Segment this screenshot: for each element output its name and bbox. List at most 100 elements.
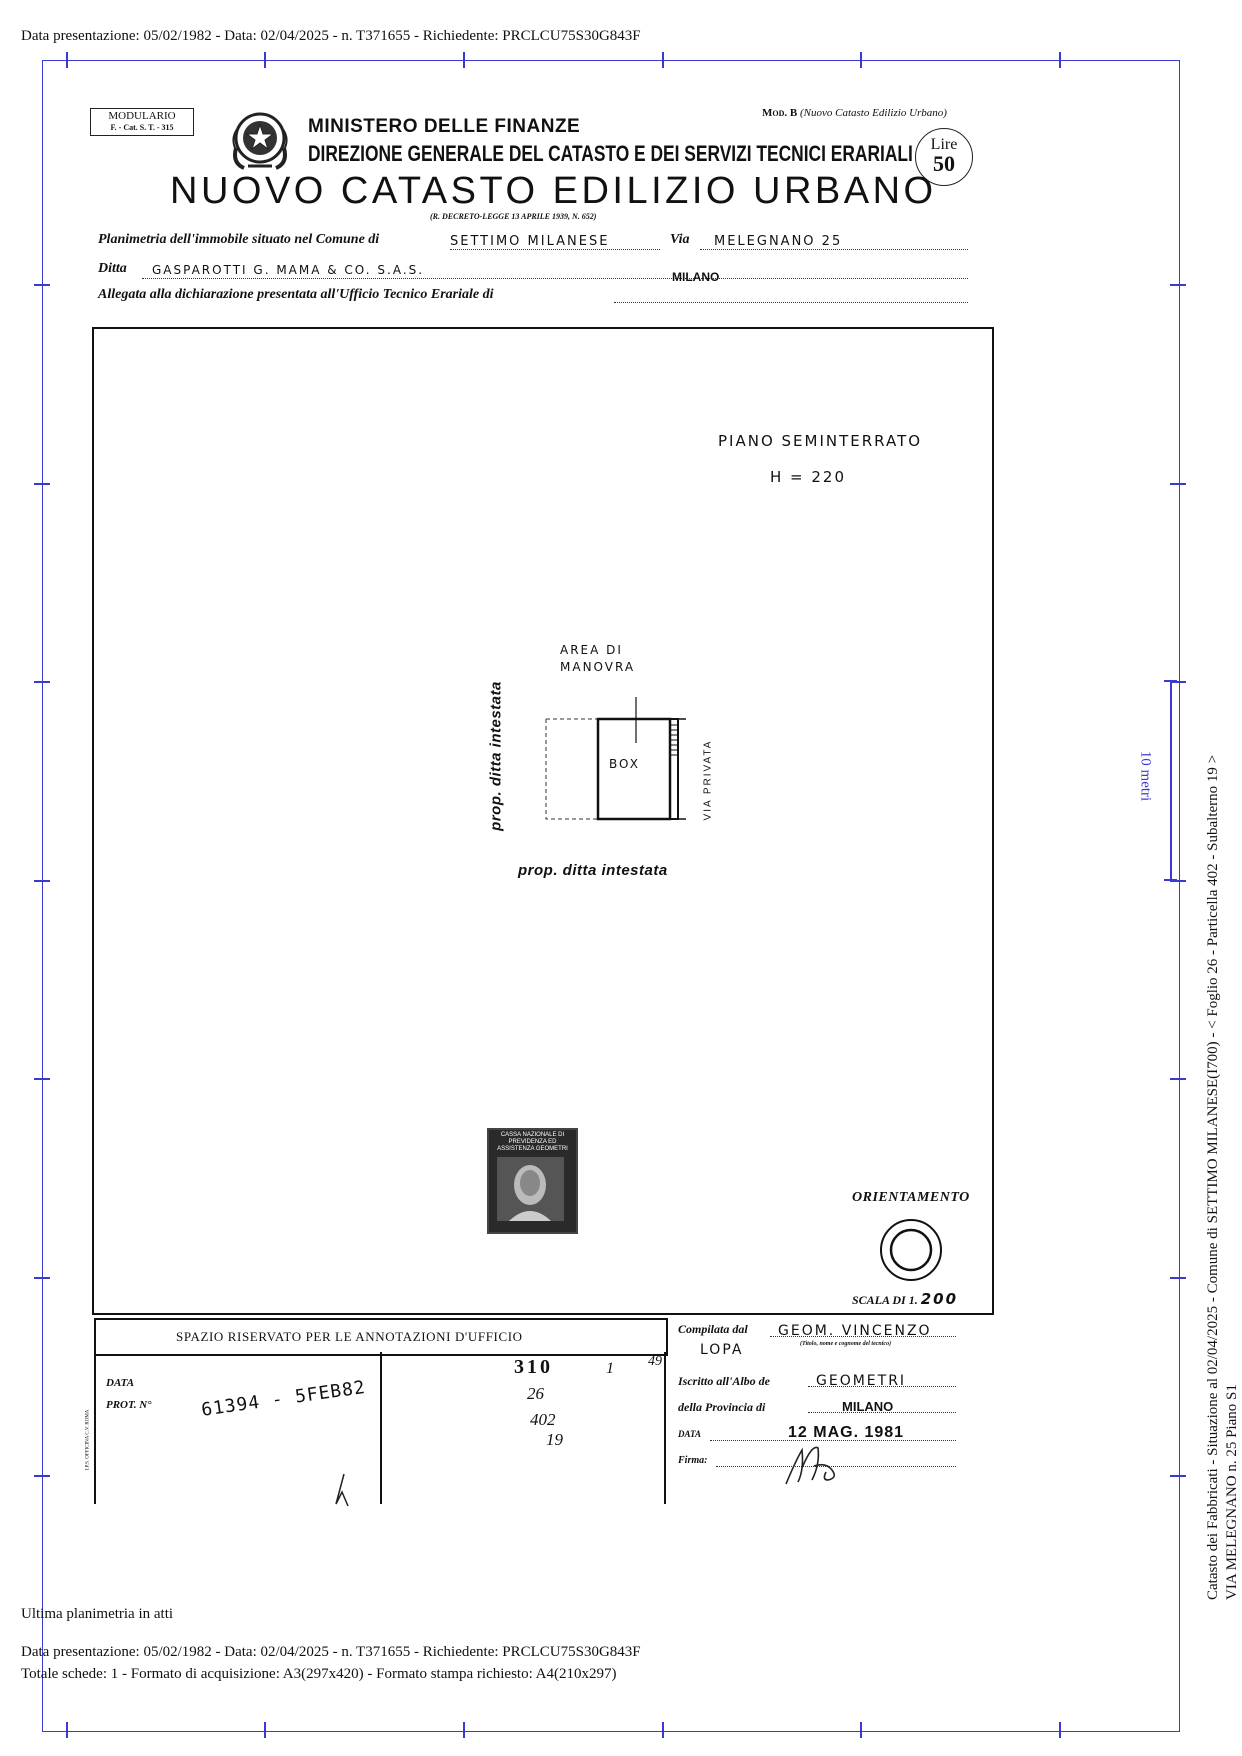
office-num4: 19 bbox=[546, 1430, 563, 1449]
office-side-code: I.P.S. OFFICINA C.V. ROMA bbox=[85, 1409, 91, 1471]
frame-tick bbox=[34, 681, 50, 683]
office-right-border bbox=[664, 1352, 666, 1504]
via-label: Via bbox=[670, 232, 690, 247]
portrait-icon bbox=[497, 1157, 564, 1221]
mod-b-label: Mod. B (Nuovo Catasto Edilizio Urbano) bbox=[762, 107, 947, 119]
via-privata-label: VIA PRIVATA bbox=[702, 739, 714, 821]
compilata-field: GEOM. VINCENZO bbox=[770, 1322, 956, 1339]
main-title: NUOVO CATASTO EDILIZIO URBANO bbox=[170, 170, 937, 212]
signature bbox=[785, 1446, 836, 1485]
revenue-stamp: CASSA NAZIONALE DI PREVIDENZA ED ASSISTE… bbox=[487, 1128, 578, 1234]
revenue-stamp-text: CASSA NAZIONALE DI PREVIDENZA ED ASSISTE… bbox=[497, 1132, 568, 1152]
frame-tick bbox=[860, 1722, 862, 1738]
office-data-label: DATA bbox=[106, 1377, 135, 1389]
frame-tick bbox=[1059, 52, 1061, 68]
mod-b-sub: (Nuovo Catasto Edilizio Urbano) bbox=[799, 107, 947, 119]
frame-tick bbox=[1170, 880, 1186, 882]
provincia-value: MILANO bbox=[842, 1399, 894, 1414]
ministry-title: MINISTERO DELLE FINANZE bbox=[308, 116, 581, 137]
presentation-info-top: Data presentazione: 05/02/1982 - Data: 0… bbox=[21, 28, 641, 44]
mod-b-code: Mod. B bbox=[762, 107, 798, 119]
frame-tick bbox=[1170, 284, 1186, 286]
office-num3: 402 bbox=[530, 1410, 556, 1429]
ditta-label: Ditta bbox=[98, 261, 127, 276]
schede-info: Totale schede: 1 - Formato di acquisizio… bbox=[21, 1666, 617, 1682]
office-scribble bbox=[335, 1473, 349, 1507]
office-num1c: 49 bbox=[648, 1354, 662, 1369]
scale-info: SCALA DI 1. 200 bbox=[852, 1290, 958, 1308]
frame-tick bbox=[1170, 1475, 1186, 1477]
orientamento-label: ORIENTAMENTO bbox=[852, 1190, 970, 1205]
firma-field bbox=[716, 1454, 956, 1467]
comune-value: SETTIMO MILANESE bbox=[450, 234, 610, 249]
frame-tick bbox=[662, 1722, 664, 1738]
via-field: MELEGNANO 25 bbox=[700, 232, 968, 250]
compilata-label: Compilata dal bbox=[678, 1322, 748, 1336]
frame-tick bbox=[34, 284, 50, 286]
office-num1: 310 bbox=[514, 1356, 553, 1378]
modulario-code: F. - Cat. S. T. - 315 bbox=[110, 123, 174, 132]
floor-label: PIANO SEMINTERRATO bbox=[718, 432, 923, 450]
side-info-line2: VIA MELEGNANO n. 25 Piano S1 bbox=[1224, 1384, 1240, 1600]
compilata-value2: LOPA bbox=[700, 1342, 744, 1358]
frame-tick bbox=[1170, 483, 1186, 485]
drawing-frame bbox=[92, 327, 994, 1315]
scale-bar-end bbox=[1164, 879, 1177, 881]
iscritto-label: Iscritto all'Albo de bbox=[678, 1374, 771, 1388]
lire-stamp: Lire 50 bbox=[915, 128, 973, 186]
provincia-field: MILANO bbox=[808, 1398, 956, 1414]
scale-bar-label: 10 metri bbox=[1137, 750, 1154, 802]
scale-value: 200 bbox=[920, 1290, 959, 1308]
frame-tick bbox=[264, 52, 266, 68]
allegata-field bbox=[614, 285, 968, 303]
provincia-label: della Provincia di bbox=[678, 1400, 766, 1414]
frame-tick bbox=[1059, 1722, 1061, 1738]
modulario-title: MODULARIO bbox=[108, 110, 176, 122]
frame-tick bbox=[34, 1277, 50, 1279]
frame-tick bbox=[463, 1722, 465, 1738]
floor-plan bbox=[545, 697, 686, 821]
titolo-note: (Titolo, nome e cognome del tecnico) bbox=[800, 1341, 892, 1347]
orientation-compass-icon bbox=[880, 1219, 942, 1281]
frame-tick bbox=[662, 52, 664, 68]
compiler-data-label: DATA bbox=[678, 1429, 702, 1439]
compiler-data-field: 12 MAG. 1981 bbox=[710, 1424, 956, 1441]
ditta-value: GASPAROTTI G. MAMA & CO. S.A.S. bbox=[152, 263, 425, 277]
frame-tick bbox=[34, 483, 50, 485]
allegata-label: Allegata alla dichiarazione presentata a… bbox=[98, 287, 494, 302]
area-label-2: MANOVRA bbox=[560, 660, 636, 674]
scale-bar-end bbox=[1164, 680, 1177, 682]
frame-tick bbox=[1170, 1277, 1186, 1279]
scale-label: SCALA DI 1. bbox=[852, 1293, 918, 1307]
side-info-line1: Catasto dei Fabbricati - Situazione al 0… bbox=[1205, 754, 1221, 1600]
lire-label: Lire bbox=[930, 136, 958, 153]
frame-tick bbox=[463, 52, 465, 68]
frame-tick bbox=[34, 880, 50, 882]
modulario-box: MODULARIO F. - Cat. S. T. - 315 bbox=[90, 108, 194, 136]
frame-tick bbox=[66, 52, 68, 68]
frame-tick bbox=[1170, 1078, 1186, 1080]
frame-tick bbox=[860, 52, 862, 68]
frame-tick bbox=[1170, 681, 1186, 683]
height-label: H = 220 bbox=[770, 468, 847, 486]
page-frame bbox=[42, 60, 1180, 1732]
scale-bar bbox=[1170, 680, 1172, 880]
direction-title: DIREZIONE GENERALE DEL CATASTO E DEI SER… bbox=[308, 141, 913, 166]
frame-tick bbox=[66, 1722, 68, 1738]
office-num2: 26 bbox=[527, 1384, 544, 1403]
area-label-1: AREA DI bbox=[560, 643, 623, 657]
iscritto-value: GEOMETRI bbox=[816, 1373, 907, 1389]
presentation-info-bottom: Data presentazione: 05/02/1982 - Data: 0… bbox=[21, 1644, 641, 1660]
office-divider bbox=[380, 1352, 382, 1504]
office-prot-label: PROT. N° bbox=[106, 1399, 152, 1411]
prop-left-label: prop. ditta intestata bbox=[487, 681, 505, 831]
office-left-border bbox=[94, 1352, 96, 1504]
via-value: MELEGNANO 25 bbox=[714, 234, 843, 249]
last-plan-note: Ultima planimetria in atti bbox=[21, 1606, 174, 1622]
comune-field: SETTIMO MILANESE bbox=[450, 232, 660, 250]
allegata-value: MILANO bbox=[672, 270, 720, 284]
frame-tick bbox=[34, 1475, 50, 1477]
compiler-data-value: 12 MAG. 1981 bbox=[788, 1424, 905, 1441]
firma-label: Firma: bbox=[678, 1455, 708, 1466]
prop-bottom-label: prop. ditta intestata bbox=[518, 862, 668, 879]
